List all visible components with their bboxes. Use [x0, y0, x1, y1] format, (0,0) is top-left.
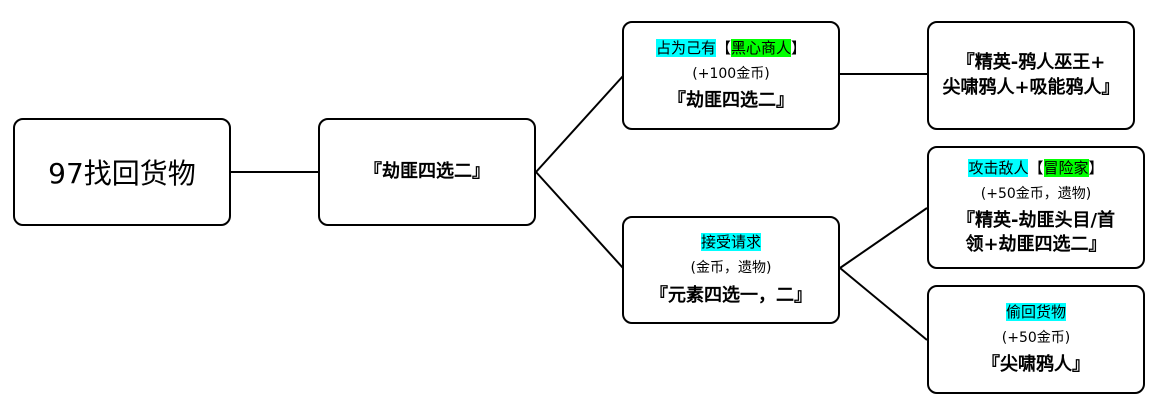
result-seize-node: 『精英-鸦人巫王+ 尖啸鸦人+吸能鸦人』 [927, 21, 1135, 130]
bracket-open: 【 [715, 38, 731, 57]
option-attack-encounter-line2: 领+劫匪四选二』 [965, 234, 1107, 256]
bracket-close: 】 [791, 38, 807, 57]
hub-label: 『劫匪四选二』 [364, 160, 490, 182]
hub-node: 『劫匪四选二』 [318, 118, 536, 226]
option-steal-reward: (+50金币) [1001, 329, 1071, 346]
option-attack-header: 攻击敌人【冒险家】 [968, 158, 1104, 179]
option-steal-header: 偷回货物 [1005, 302, 1066, 323]
link-hub-seize [535, 75, 624, 173]
bracket-close: 】 [1088, 158, 1104, 177]
option-seize-header: 占为己有【黑心商人】 [655, 38, 807, 59]
option-attack-choice: 攻击敌人 [968, 158, 1029, 177]
option-accept-choice: 接受请求 [700, 233, 761, 252]
option-seize-tag: 黑心商人 [731, 38, 792, 57]
option-attack-reward: (+50金币，遗物) [980, 185, 1092, 202]
option-attack-node: 攻击敌人【冒险家】 (+50金币，遗物) 『精英-劫匪头目/首 领+劫匪四选二』 [927, 146, 1145, 269]
option-seize-reward: (+100金币) [692, 65, 770, 82]
root-label: 97找回货物 [48, 157, 196, 190]
option-attack-tag: 冒险家 [1043, 158, 1089, 177]
root-node: 97找回货物 [13, 118, 231, 226]
link-accept-attack [839, 207, 928, 269]
result-seize-line2: 尖啸鸦人+吸能鸦人』 [942, 76, 1120, 98]
option-accept-header: 接受请求 [700, 232, 761, 253]
option-steal-choice: 偷回货物 [1005, 302, 1066, 321]
option-accept-node: 接受请求 (金币，遗物) 『元素四选一，二』 [622, 216, 840, 324]
link-hub-accept [535, 171, 624, 269]
bracket-open: 【 [1028, 158, 1044, 177]
link-accept-steal [839, 267, 928, 341]
option-attack-encounter-line1: 『精英-劫匪头目/首 [956, 209, 1116, 231]
option-steal-node: 偷回货物 (+50金币) 『尖啸鸦人』 [927, 285, 1145, 394]
option-seize-choice: 占为己有 [655, 38, 716, 57]
option-steal-encounter: 『尖啸鸦人』 [982, 354, 1090, 376]
result-seize-line1: 『精英-鸦人巫王+ [956, 52, 1106, 74]
option-accept-encounter: 『元素四选一，二』 [650, 284, 812, 306]
option-accept-reward: (金币，遗物) [690, 260, 772, 277]
option-seize-node: 占为己有【黑心商人】 (+100金币) 『劫匪四选二』 [622, 21, 840, 130]
option-seize-encounter: 『劫匪四选二』 [668, 90, 794, 112]
